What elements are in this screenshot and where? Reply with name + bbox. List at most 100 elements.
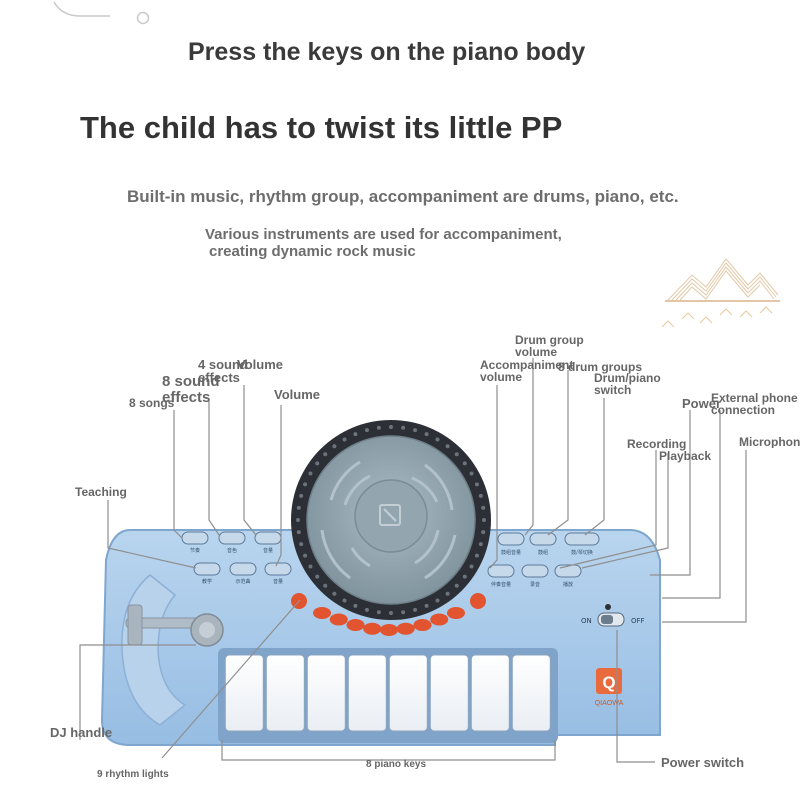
label-teaching: Teaching xyxy=(75,485,127,499)
ring-dot xyxy=(296,505,301,510)
ring-dot xyxy=(474,553,479,558)
piano-key[interactable] xyxy=(470,654,510,732)
ring-dot xyxy=(482,518,486,522)
label-volume: Volume xyxy=(274,387,320,402)
ring-dot xyxy=(401,610,406,615)
button-volume-bottom[interactable] xyxy=(264,562,292,576)
left-button-panel: 节奏 音色 音量 教学 示范曲 音量 xyxy=(181,531,292,585)
label-microphone: Microphone xyxy=(739,436,800,448)
label-8-drum-groups: 8 drum groups xyxy=(558,360,643,374)
rhythm-light xyxy=(447,607,465,619)
caption-b6: 音量 xyxy=(273,578,283,585)
headline-instruments-line2: creating dynamic rock music xyxy=(209,243,416,260)
decorative-mountain xyxy=(661,258,780,328)
ring-dot xyxy=(481,530,486,535)
rhythm-light xyxy=(291,593,307,609)
caption-b1: 节奏 xyxy=(190,547,200,554)
ring-dot xyxy=(299,493,304,498)
switch-on-label: ON xyxy=(581,617,592,625)
piano-key[interactable] xyxy=(511,654,551,732)
brand-letter: Q xyxy=(602,673,615,692)
caption-r6: 播放 xyxy=(563,581,573,588)
ring-dot xyxy=(435,437,440,442)
ring-dot xyxy=(308,471,313,476)
ring-dot xyxy=(424,432,429,437)
label-playback: Playback xyxy=(659,449,712,463)
disc-grooves xyxy=(320,460,457,580)
headline-built-in-music: Built-in music, rhythm group, accompanim… xyxy=(127,187,679,206)
label-accompaniment-volume: Accompaniment volume xyxy=(480,358,574,384)
ring-dot xyxy=(445,444,450,449)
ring-dot xyxy=(474,482,479,487)
rhythm-light xyxy=(430,613,449,626)
rhythm-light xyxy=(413,619,432,632)
ring-dot xyxy=(364,428,369,433)
power-switch[interactable]: ON OFF xyxy=(581,604,645,627)
caption-r5: 录音 xyxy=(530,581,540,588)
caption-b5: 示范曲 xyxy=(235,578,250,585)
button-drum-group[interactable] xyxy=(529,532,557,546)
button-tone[interactable] xyxy=(218,531,246,545)
button-accompaniment-volume[interactable] xyxy=(487,564,515,578)
ring-dot xyxy=(435,598,440,603)
ring-dot xyxy=(424,603,429,608)
ring-dot xyxy=(332,444,337,449)
button-drum-piano-switch[interactable] xyxy=(564,532,600,546)
decorative-ornament xyxy=(53,1,150,25)
headline-twist: The child has to twist its little PP xyxy=(80,110,563,145)
ring-dot xyxy=(454,452,459,457)
rhythm-light xyxy=(363,622,382,635)
piano-key[interactable] xyxy=(265,654,305,732)
ring-dot xyxy=(462,574,467,579)
button-teaching[interactable] xyxy=(193,562,221,576)
ring-dot xyxy=(478,493,483,498)
ring-dot xyxy=(413,607,418,612)
piano-key[interactable] xyxy=(224,654,264,732)
label-drum-piano-switch: Drum/piano switch xyxy=(594,371,661,397)
ring-dot xyxy=(454,583,459,588)
ring-dot xyxy=(303,482,308,487)
ring-dot xyxy=(376,610,381,615)
button-rhythm[interactable] xyxy=(181,531,209,545)
headline-instruments: Various instruments are used for accompa… xyxy=(205,226,562,260)
disc-ring-dots xyxy=(296,425,486,615)
label-power-switch: Power switch xyxy=(661,755,745,770)
button-drum-volume[interactable] xyxy=(497,532,525,546)
button-playback[interactable] xyxy=(554,564,582,578)
disc-center-square xyxy=(379,504,401,526)
caption-b3: 音量 xyxy=(263,547,273,554)
ring-dot xyxy=(413,428,418,433)
piano-key[interactable] xyxy=(388,654,428,732)
rhythm-light xyxy=(396,622,415,635)
label-8-songs: 8 songs xyxy=(129,396,175,410)
button-volume-top[interactable] xyxy=(254,531,282,545)
ring-dot xyxy=(478,542,483,547)
caption-b2: 音色 xyxy=(227,547,237,554)
ring-dot xyxy=(332,591,337,596)
label-recording: Recording xyxy=(627,437,687,451)
ring-dot xyxy=(389,611,393,615)
ring-dot xyxy=(481,505,486,510)
button-record[interactable] xyxy=(521,564,549,578)
ring-dot xyxy=(445,591,450,596)
ring-dot xyxy=(353,432,358,437)
ring-dot xyxy=(353,603,358,608)
ring-dot xyxy=(323,583,328,588)
label-9-rhythm-lights: 9 rhythm lights xyxy=(97,769,169,780)
label-4-sound-effects: 4 sound effects xyxy=(198,357,248,385)
piano-key[interactable] xyxy=(429,654,469,732)
ring-dot xyxy=(462,461,467,466)
piano-key[interactable] xyxy=(306,654,346,732)
ring-dot xyxy=(342,437,347,442)
ring-dot xyxy=(469,471,474,476)
switch-off-label: OFF xyxy=(631,617,645,625)
rhythm-light xyxy=(346,619,365,632)
button-demo-songs[interactable] xyxy=(229,562,257,576)
piano-key[interactable] xyxy=(347,654,387,732)
label-8-sound-effects: 8 sound effects xyxy=(162,373,220,406)
label-power: Power xyxy=(682,396,722,411)
caption-r1: 鼓组音量 xyxy=(501,549,521,556)
label-external-phone-connection: External phone connection xyxy=(711,392,798,416)
caption-b4: 教学 xyxy=(202,578,212,585)
